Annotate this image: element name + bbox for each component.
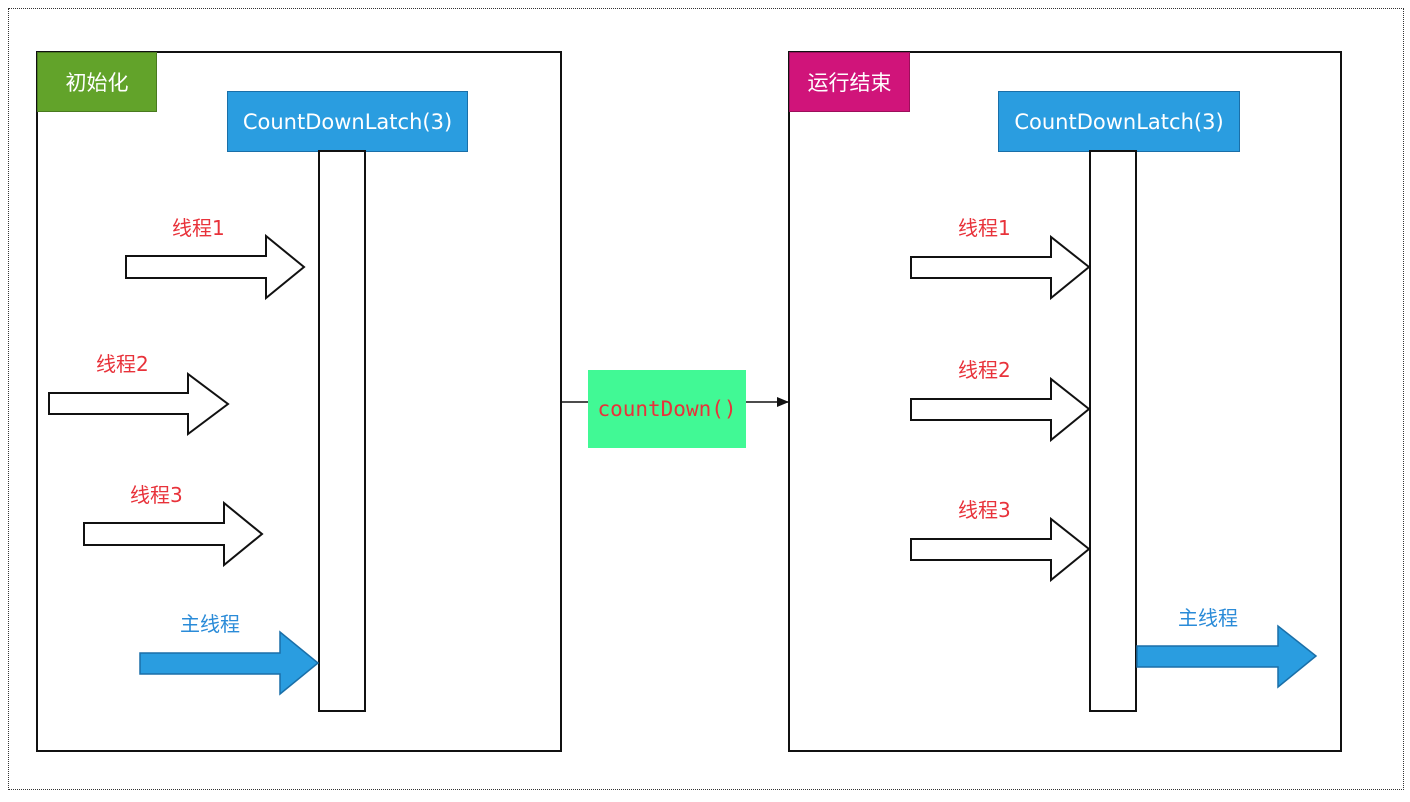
end-thread1-label: 线程1 <box>958 216 1011 240</box>
countdown-label: countDown() <box>588 370 746 448</box>
init-latch-bar <box>318 150 366 712</box>
init-tag: 初始化 <box>37 52 157 112</box>
end-thread3-label: 线程3 <box>958 498 1011 522</box>
init-thread2-label: 线程2 <box>96 352 149 376</box>
init-latch-label: CountDownLatch(3) <box>227 91 468 152</box>
init-panel <box>36 51 562 752</box>
init-main-thread-label: 主线程 <box>180 612 240 636</box>
end-tag: 运行结束 <box>789 52 910 112</box>
canvas-frame <box>8 8 1404 790</box>
end-latch-bar <box>1089 150 1137 712</box>
init-thread3-label: 线程3 <box>130 483 183 507</box>
end-thread2-label: 线程2 <box>958 358 1011 382</box>
init-thread1-label: 线程1 <box>172 216 225 240</box>
end-main-thread-label: 主线程 <box>1178 606 1238 630</box>
end-latch-label: CountDownLatch(3) <box>998 91 1240 152</box>
end-panel <box>788 51 1342 752</box>
